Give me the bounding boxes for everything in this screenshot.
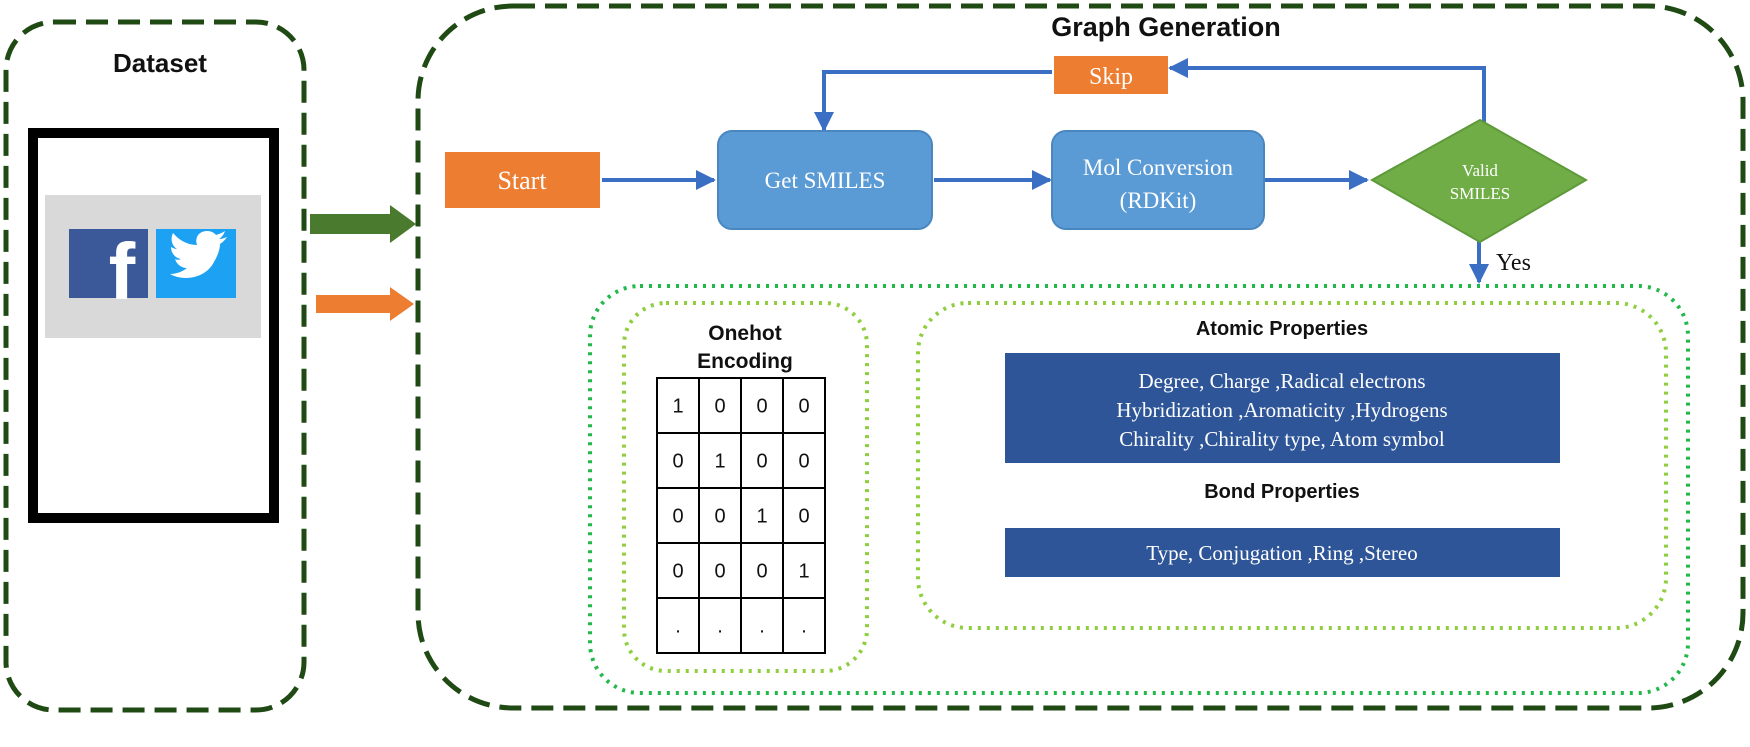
- flow-start-label: Start: [497, 166, 547, 195]
- matrix-cell: [782, 597, 826, 654]
- atomic-properties-line: Chirality ,Chirality type, Atom symbol: [1119, 427, 1445, 451]
- properties-panel: Atomic Properties Degree, Charge ,Radica…: [916, 301, 1668, 630]
- flow-connectors: [602, 58, 1489, 284]
- svg-text:f: f: [109, 227, 136, 316]
- matrix-cell-value: .: [801, 616, 807, 638]
- matrix-cell-value: 0: [714, 561, 725, 583]
- matrix-cell: [740, 487, 784, 544]
- matrix-cell: [656, 487, 700, 544]
- flow-skip: Skip: [1054, 56, 1168, 94]
- matrix-cell: [698, 377, 742, 434]
- flow-valid-line2: SMILES: [1450, 184, 1510, 203]
- flow-mol-conversion-line2: (RDKit): [1120, 188, 1197, 213]
- matrix-cell: [698, 432, 742, 489]
- graph-generation-title: Graph Generation: [1051, 12, 1281, 42]
- onehot-title-line1: Onehot: [708, 322, 782, 345]
- matrix-cell-value: 1: [798, 561, 809, 583]
- matrix-cell-value: 0: [672, 561, 683, 583]
- matrix-cell-value: .: [717, 616, 723, 638]
- atomic-properties-title: Atomic Properties: [1196, 318, 1368, 340]
- atomic-properties-line: Degree, Charge ,Radical electrons: [1138, 369, 1425, 393]
- matrix-cell: [782, 377, 826, 434]
- matrix-cell-value: 0: [672, 506, 683, 528]
- flow-get-smiles-label: Get SMILES: [765, 168, 886, 193]
- features-outer-dotted-frame: [588, 284, 1690, 695]
- matrix-cell-value: 1: [672, 396, 683, 418]
- matrix-cell-value: 1: [756, 506, 767, 528]
- facebook-icon: f: [69, 227, 148, 316]
- flow-start: Start: [445, 152, 600, 208]
- matrix-cell: [782, 432, 826, 489]
- flow-skip-label: Skip: [1089, 64, 1133, 90]
- matrix-cell-value: 0: [798, 451, 809, 473]
- skip-to-get-smiles-arrow: [814, 70, 1052, 132]
- matrix-cell-value: 1: [714, 451, 725, 473]
- matrix-cell-value: 0: [672, 451, 683, 473]
- onehot-panel: Onehot Encoding 1 0 0 0 0 1 0 0 0 0 1 0 0 0 0 1....: [622, 301, 869, 673]
- matrix-cell-value: 0: [756, 396, 767, 418]
- flow-get-smiles: Get SMILES: [717, 130, 933, 230]
- flow-yes-label: Yes: [1496, 250, 1531, 276]
- matrix-cell-value: 0: [798, 506, 809, 528]
- onehot-matrix: 1 0 0 0 0 1 0 0 0 0 1 0 0 0 0 1....: [656, 377, 826, 654]
- matrix-cell: [698, 487, 742, 544]
- dataset-panel: Dataset f: [3, 19, 307, 713]
- matrix-cell-value: 0: [798, 396, 809, 418]
- matrix-cell-value: .: [759, 616, 765, 638]
- graph-generation-panel: Graph Generation: [415, 3, 1746, 711]
- flow-mol-conversion: Mol Conversion (RDKit): [1051, 130, 1265, 230]
- twitter-icon: [156, 229, 236, 298]
- matrix-cell-value: .: [675, 616, 681, 638]
- matrix-cell: [782, 487, 826, 544]
- valid-to-skip-arrow: [1168, 58, 1486, 122]
- bond-properties-title: Bond Properties: [1204, 481, 1360, 503]
- green-arrow: [310, 205, 416, 243]
- onehot-title-line2: Encoding: [697, 350, 793, 373]
- dataset-title: Dataset: [113, 48, 207, 78]
- bond-properties-box: [1005, 528, 1560, 577]
- matrix-cell-value: 0: [756, 451, 767, 473]
- dataset-to-graph-arrows: [310, 205, 416, 321]
- atomic-properties-box: [1005, 353, 1560, 463]
- flow-valid-smiles-decision: Valid SMILES: [1369, 118, 1589, 244]
- matrix-cell-value: 0: [756, 561, 767, 583]
- matrix-cell-value: 0: [714, 396, 725, 418]
- bond-properties-text: Type, Conjugation ,Ring ,Stereo: [1146, 541, 1418, 565]
- matrix-cell: [740, 597, 784, 654]
- flow-valid-line1: Valid: [1462, 161, 1498, 180]
- matrix-cell-value: 0: [714, 506, 725, 528]
- orange-arrow: [316, 287, 414, 321]
- flow-mol-conversion-line1: Mol Conversion: [1083, 155, 1234, 180]
- atomic-properties-line: Hybridization ,Aromaticity ,Hydrogens: [1116, 398, 1447, 422]
- matrix-cell: [698, 597, 742, 654]
